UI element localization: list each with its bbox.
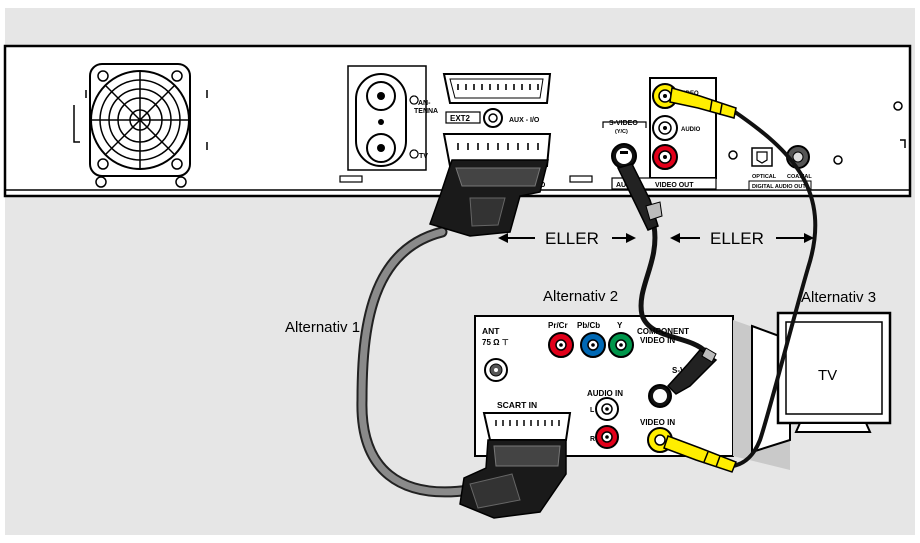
ant-sub-label: 75 Ω ⊤	[482, 338, 509, 347]
alternativ-1-label: Alternativ 1	[285, 319, 360, 336]
eller-right-label: ELLER	[710, 229, 764, 248]
scart-plug-recorder	[429, 159, 549, 237]
ant-label: ANT	[482, 326, 500, 336]
video-out-label: VIDEO OUT	[655, 182, 694, 189]
ext2-scart-port: EXT2 AUX - I/O I/O	[442, 73, 593, 189]
composite-plug-tv	[663, 435, 737, 473]
svideo-plug-tv	[666, 347, 718, 395]
scart-plug-tv	[459, 439, 567, 519]
scart-in-label: SCART IN	[497, 400, 537, 410]
pr-cr-label: Pr/Cr	[548, 321, 568, 330]
recorder-svideo-port: S-VIDEO (Y/C)	[602, 120, 647, 169]
tv-panel-contents: ANT 75 Ω ⊤ Pr/Cr Pb/Cb Y COMPONENT VIDEO…	[482, 321, 705, 453]
video-in-label: VIDEO IN	[640, 418, 675, 427]
audio-l-label: L	[590, 407, 595, 414]
tv-set: TV	[751, 311, 892, 454]
optical-label: OPTICAL	[752, 174, 777, 180]
pb-cb-label: Pb/Cb	[577, 321, 600, 330]
eller-left-label: ELLER	[545, 229, 599, 248]
antenna-label-line2: TENNA	[414, 108, 438, 115]
antenna-block: AN- TENNA TV	[339, 65, 438, 183]
audio-out-label: AUDIO	[681, 127, 701, 133]
tv-label: TV	[818, 367, 837, 384]
audio-r-label: R	[590, 436, 595, 443]
eller-arrow-left: ELLER	[498, 229, 636, 248]
coaxial-label: COAXIAL	[787, 174, 812, 180]
svideo-label: S-VIDEO	[609, 120, 638, 127]
composite-plug-recorder	[669, 87, 737, 119]
alternativ-3-label: Alternativ 3	[801, 289, 876, 306]
composite-cable	[731, 110, 818, 468]
tv-out-label: TV	[419, 153, 428, 160]
ext2-label: EXT2	[450, 114, 471, 123]
fan-grille	[73, 63, 208, 177]
digital-audio-out-label: DIGITAL AUDIO OUT	[752, 184, 806, 190]
y-label: Y	[617, 321, 623, 330]
component-label-2: VIDEO IN	[640, 336, 675, 345]
aux-io-label: AUX - I/O	[509, 117, 540, 124]
eller-arrow-right: ELLER	[670, 229, 814, 248]
audio-in-label: AUDIO IN	[587, 389, 623, 398]
component-label-1: COMPONENT	[637, 327, 689, 336]
ext1-scart-port	[442, 133, 552, 167]
alternativ-2-label: Alternativ 2	[543, 288, 618, 305]
au-label: AU	[616, 182, 626, 189]
svideo-sub-label: (Y/C)	[615, 129, 628, 135]
svideo-plug-recorder	[616, 163, 663, 231]
antenna-label-line1: AN-	[418, 100, 431, 107]
svideo-cable	[638, 225, 708, 354]
